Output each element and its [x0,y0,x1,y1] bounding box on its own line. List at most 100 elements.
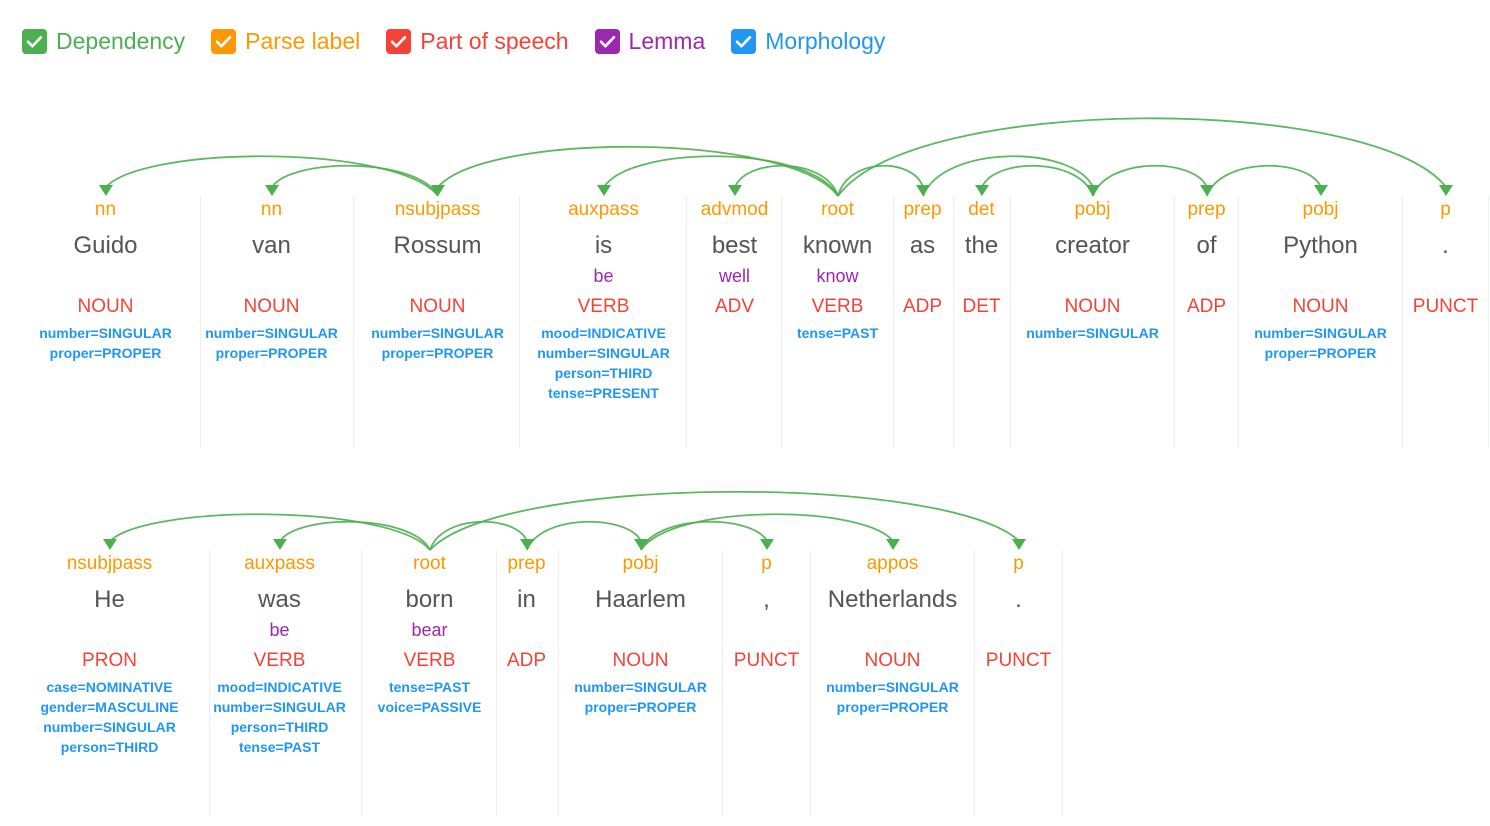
dependency-arc [975,164,1094,197]
token-word[interactable]: best [711,232,758,259]
token-word[interactable]: known [802,232,873,259]
dependency-arcs [99,117,1453,197]
arrowhead-icon [520,539,534,550]
token-column[interactable]: p. PUNCT [975,550,1063,816]
part-of-speech: PUNCT [1412,296,1479,317]
legend-toggle-part-of-speech[interactable]: Part of speech [386,27,569,54]
token-word[interactable]: Haarlem [595,586,686,613]
token-lemma [559,617,722,643]
token-column[interactable]: p, PUNCT [723,550,811,816]
checkbox-checked-icon[interactable] [211,28,237,54]
token-lemma: know [816,266,859,286]
morphology-list: mood=INDICATIVE number=SINGULAR person=THI… [198,677,361,757]
token-word[interactable]: is [594,232,613,259]
dependency-arc [640,520,774,551]
arrowhead-icon [634,539,648,550]
morphology-feature: case=NOMINATIVE [46,679,173,695]
part-of-speech: PRON [82,650,137,671]
token-word[interactable]: in [517,586,536,613]
morphology-feature: person=THIRD [230,719,329,735]
legend-toggle-parse-label[interactable]: Parse label [211,27,361,54]
token-word[interactable]: Netherlands [827,586,958,613]
token-word[interactable]: was [258,586,301,613]
token-word[interactable]: . [1015,586,1022,613]
token-lemma [1239,263,1402,289]
parse-label: appos [866,553,919,574]
legend-label: Part of speech [420,27,569,54]
dependency-arc [526,520,648,551]
token-word[interactable]: Python [1283,232,1358,259]
token-word[interactable]: of [1196,232,1217,259]
token-lemma [495,617,558,643]
morphology-feature: proper=PROPER [49,345,162,361]
token-column[interactable]: p. PUNCT [1403,196,1489,448]
token-word[interactable]: Guido [73,232,138,259]
dependency-arc [429,490,1026,551]
checkbox-checked-icon[interactable] [731,28,757,54]
dependency-arc [1206,164,1328,197]
token-word[interactable]: He [94,586,125,613]
checkbox-checked-icon[interactable] [594,28,620,54]
token-lemma: be [593,266,614,286]
arrowhead-icon [99,185,113,196]
token-lemma [811,617,974,643]
parse-label: auxpass [568,199,639,220]
part-of-speech: NOUN [1292,296,1349,317]
morphology-list: tense=PAST [782,323,893,343]
morphology-feature: proper=PROPER [381,345,494,361]
token-word[interactable]: van [252,232,291,259]
token-word[interactable]: the [964,232,999,259]
token-lemma: be [269,620,290,640]
token-word[interactable]: as [909,232,936,259]
morphology-feature: mood=INDICATIVE [217,679,342,695]
token-word[interactable]: Rossum [393,232,482,259]
token-word[interactable]: , [763,586,770,613]
parse-label: nsubjpass [66,553,153,574]
parse-label: nn [260,199,283,220]
legend-toggle-lemma[interactable]: Lemma [594,28,705,54]
arrowhead-icon [1314,185,1328,196]
part-of-speech: ADP [1186,296,1227,317]
part-of-speech: ADP [506,650,547,671]
morphology-feature: number=SINGULAR [826,679,959,695]
token-word[interactable]: . [1442,232,1449,259]
token-word[interactable]: creator [1055,232,1130,259]
dependency-arc [429,520,534,551]
legend-label: Parse label [245,27,361,54]
parse-label: p [761,553,772,574]
checkbox-checked-icon[interactable] [22,28,47,54]
checkbox-checked-icon[interactable] [386,28,412,54]
morphology-feature: proper=PROPER [1264,345,1377,361]
token-word[interactable]: born [405,586,454,613]
morphology-feature: number=SINGULAR [213,699,346,715]
legend-toggle-morphology[interactable]: Morphology [731,28,885,54]
display-options-legend: Dependency Parse label Part of speech Lemma… [22,20,911,62]
legend-toggle-dependency[interactable]: Dependency [22,28,185,54]
dependency-arc [273,520,431,551]
arrowhead-icon [760,539,774,550]
